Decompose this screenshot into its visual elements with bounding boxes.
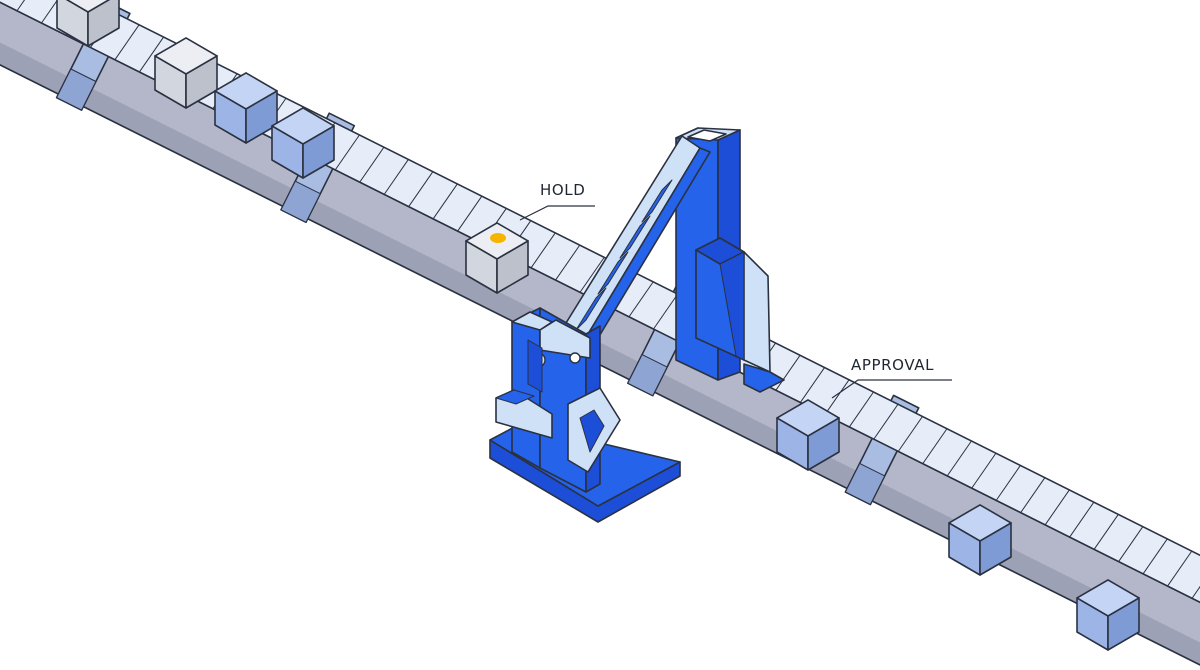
belt-slat (457, 195, 483, 232)
belt-slat (995, 465, 1021, 501)
belt-slat (16, 0, 26, 12)
belt-slat (530, 232, 556, 269)
arm-slot-0 (641, 179, 673, 223)
blue-box-top (271, 107, 335, 145)
blue-box-top (214, 72, 278, 110)
approved-box-top (948, 504, 1012, 542)
belt-slat (359, 146, 385, 183)
brace-shade (719, 251, 745, 361)
boxes-layer (56, 0, 1140, 651)
fork-pin-hole (569, 352, 581, 364)
gray-box-offscreen-top (65, 0, 111, 13)
belt-slat (432, 183, 458, 220)
belt-slat (971, 452, 997, 489)
pipe-collar-0-shade (56, 68, 97, 111)
belt-slat (334, 134, 360, 171)
gray-box-top (154, 37, 218, 75)
belt-slat (897, 416, 923, 452)
belt-slat (873, 403, 899, 440)
belt-slat (114, 24, 140, 60)
pipe-collar-3-shade (844, 462, 886, 505)
arm-slot-1 (619, 215, 651, 259)
belt-slat (1191, 585, 1200, 599)
arm-slot-2 (597, 251, 629, 295)
belt-slat (922, 428, 948, 464)
belt-slat (408, 171, 434, 207)
belt-slat (1069, 501, 1095, 538)
belt-slat (1167, 550, 1193, 587)
belt-slat (41, 0, 59, 24)
back-foot (743, 363, 785, 393)
belt-slat (579, 257, 605, 293)
belt-slat (139, 36, 164, 73)
approved-box-top (1076, 579, 1140, 617)
belt-slat (775, 355, 801, 391)
hold-label: HOLD (540, 181, 586, 199)
belt-slat (1142, 538, 1168, 575)
arm-slot-3 (575, 287, 607, 331)
post-slot (687, 129, 727, 142)
belt-slat (848, 391, 874, 428)
belt-slat (653, 293, 679, 330)
control-panel-slot (579, 409, 605, 453)
belt-slat (946, 440, 972, 477)
side-block-top (495, 389, 535, 405)
belt-slat (799, 367, 825, 403)
approval-label: APPROVAL (851, 356, 935, 374)
brace-side (743, 251, 771, 373)
leader-lines (519, 205, 952, 399)
belt-slat (1093, 514, 1119, 550)
belt-slat (383, 159, 409, 195)
belt-slat (628, 281, 654, 318)
approval-leader-line (831, 379, 952, 399)
hold-marker (490, 233, 506, 243)
belt-slat (1020, 477, 1046, 513)
machine-back-layer (547, 127, 785, 393)
column-slot (527, 339, 543, 393)
belt-slat (824, 379, 850, 415)
pipe-collar-1-shade (280, 180, 321, 223)
pipe-collar-2-shade (627, 354, 668, 397)
belt-slat (555, 244, 581, 281)
approved-box-top (776, 399, 840, 437)
gray-box-offscreen-right (87, 0, 120, 47)
hold-leader-line (519, 205, 595, 221)
machine-front-layer (489, 307, 681, 523)
belt-slat (1044, 489, 1070, 526)
belt-slat (1118, 526, 1144, 562)
